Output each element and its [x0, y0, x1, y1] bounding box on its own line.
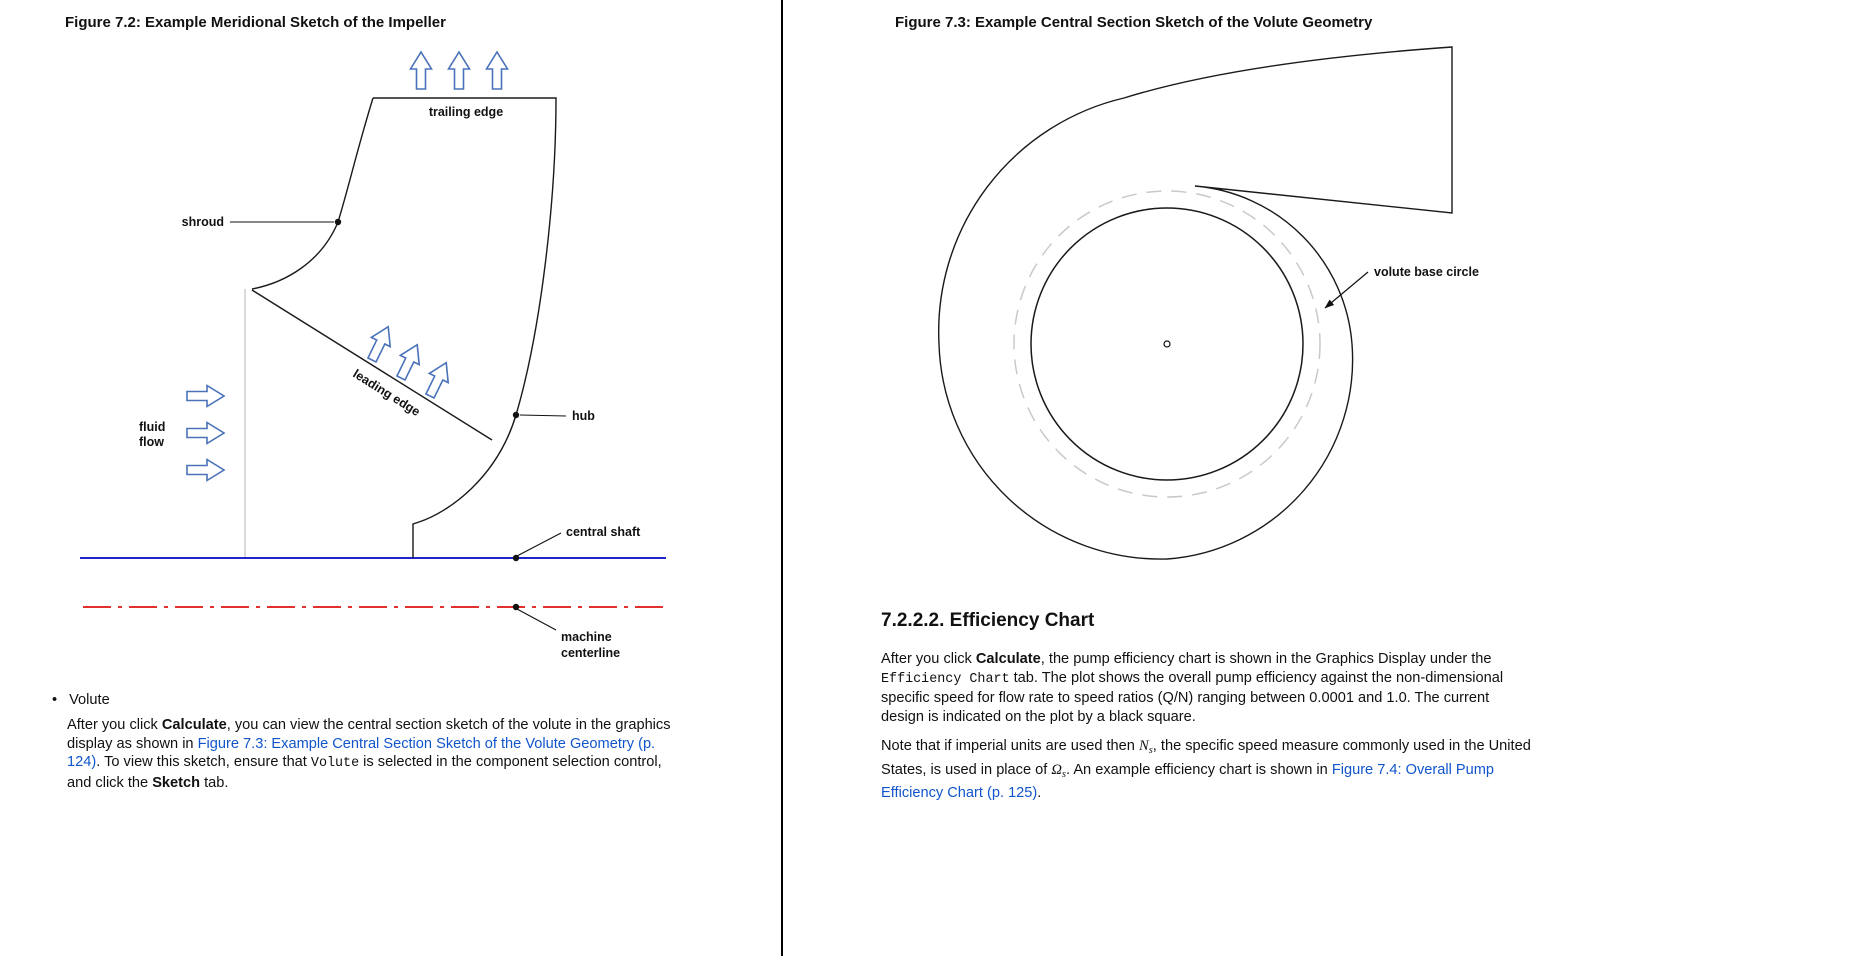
- text-segment: Sketch: [152, 774, 201, 791]
- text-segment: . An example efficiency chart is shown i…: [1066, 761, 1332, 778]
- text-segment: , you can view the central section sketc…: [67, 717, 671, 752]
- machine-label: machine: [561, 630, 612, 644]
- text-segment: N: [1138, 738, 1149, 754]
- flow-label: flow: [139, 435, 164, 449]
- doc-link[interactable]: Figure 7.3: Example Central Section Sket…: [67, 735, 656, 771]
- leading-flow-arrow-icon: [361, 321, 399, 366]
- efficiency-paragraph-2: Note that if imperial units are used the…: [881, 737, 1536, 803]
- text-segment: Ω: [1051, 761, 1062, 778]
- bullet-label: Volute: [69, 692, 110, 708]
- volute-base-circle-pointer: [1324, 271, 1369, 309]
- impeller-outline-right: [373, 97, 557, 558]
- hub-label: hub: [572, 409, 595, 423]
- text-segment: s: [1148, 745, 1153, 756]
- text-segment: After you click: [881, 651, 976, 667]
- impeller-outline-left: [251, 97, 374, 290]
- efficiency-chart-heading: 7.2.2.2. Efficiency Chart: [881, 610, 1095, 631]
- machine-centerline-callout-line: [516, 608, 557, 631]
- leading-flow-arrow-icon: [419, 357, 457, 402]
- text-segment: tab.: [200, 774, 229, 791]
- doc-link[interactable]: Figure 7.4: Overall Pump Efficiency Char…: [881, 761, 1495, 802]
- volute-base-circle-dashed: [1013, 190, 1321, 498]
- text-segment: Note that if imperial units are used the…: [881, 738, 1139, 754]
- trailing-flow-arrow-icon: [485, 51, 509, 90]
- impeller-meridional-diagram: trailing edge shroud leading edge hub fl…: [80, 51, 666, 660]
- text-segment: Calculate: [161, 717, 227, 733]
- trailing-flow-arrow-icon: [409, 51, 433, 90]
- shaft-dot: [512, 554, 520, 562]
- centerline-dot: [512, 603, 520, 611]
- volute-paragraph: After you click Calculate, you can view …: [67, 716, 687, 792]
- trailing-edge-label: trailing edge: [429, 105, 503, 119]
- text-segment: s: [1061, 768, 1067, 780]
- text-segment: is selected in the component selection c…: [67, 754, 662, 791]
- volute-base-circle-label: volute base circle: [1374, 265, 1479, 279]
- text-segment: Efficiency Chart: [881, 671, 1010, 687]
- hub-dot: [512, 411, 520, 419]
- text-segment: Calculate: [975, 651, 1041, 667]
- central-shaft-callout-line: [516, 532, 562, 557]
- bullet-marker: •: [52, 692, 58, 708]
- volute-casing-outline: [937, 46, 1453, 560]
- text-segment: After you click: [67, 717, 162, 733]
- column-divider: [781, 0, 783, 956]
- text-segment: tab. The plot shows the overall pump eff…: [881, 669, 1504, 725]
- volute-inner-circle: [1030, 207, 1304, 481]
- fluid-label: fluid: [139, 420, 165, 434]
- text-segment: .: [1037, 785, 1042, 802]
- trailing-flow-arrow-icon: [447, 51, 471, 90]
- fluid-flow-arrow-icon: [186, 421, 225, 445]
- volute-center-point: [1163, 340, 1171, 348]
- figure-7-3-title: Figure 7.3: Example Central Section Sket…: [895, 14, 1373, 31]
- figure-7-2-title: Figure 7.2: Example Meridional Sketch of…: [65, 14, 446, 31]
- fluid-flow-arrow-icon: [186, 458, 225, 482]
- shroud-label: shroud: [182, 215, 224, 229]
- text-segment: , the pump efficiency chart is shown in …: [1040, 651, 1492, 667]
- centerline-label: centerline: [561, 646, 620, 660]
- leading-edge-line: [251, 289, 493, 441]
- text-segment: . To view this sketch, ensure that: [96, 754, 311, 771]
- hub-callout-line: [519, 414, 567, 417]
- fluid-flow-arrow-icon: [186, 384, 225, 408]
- text-segment: Volute: [310, 756, 360, 772]
- volute-bullet-item: • Volute: [52, 692, 110, 708]
- text-segment: , the specific speed measure commonly us…: [881, 738, 1531, 778]
- central-shaft-label: central shaft: [566, 525, 641, 539]
- leading-flow-arrow-icon: [390, 339, 428, 384]
- efficiency-paragraph-1: After you click Calculate, the pump effi…: [881, 650, 1536, 726]
- shroud-dot: [334, 218, 342, 226]
- volute-section-diagram: volute base circle: [937, 46, 1479, 560]
